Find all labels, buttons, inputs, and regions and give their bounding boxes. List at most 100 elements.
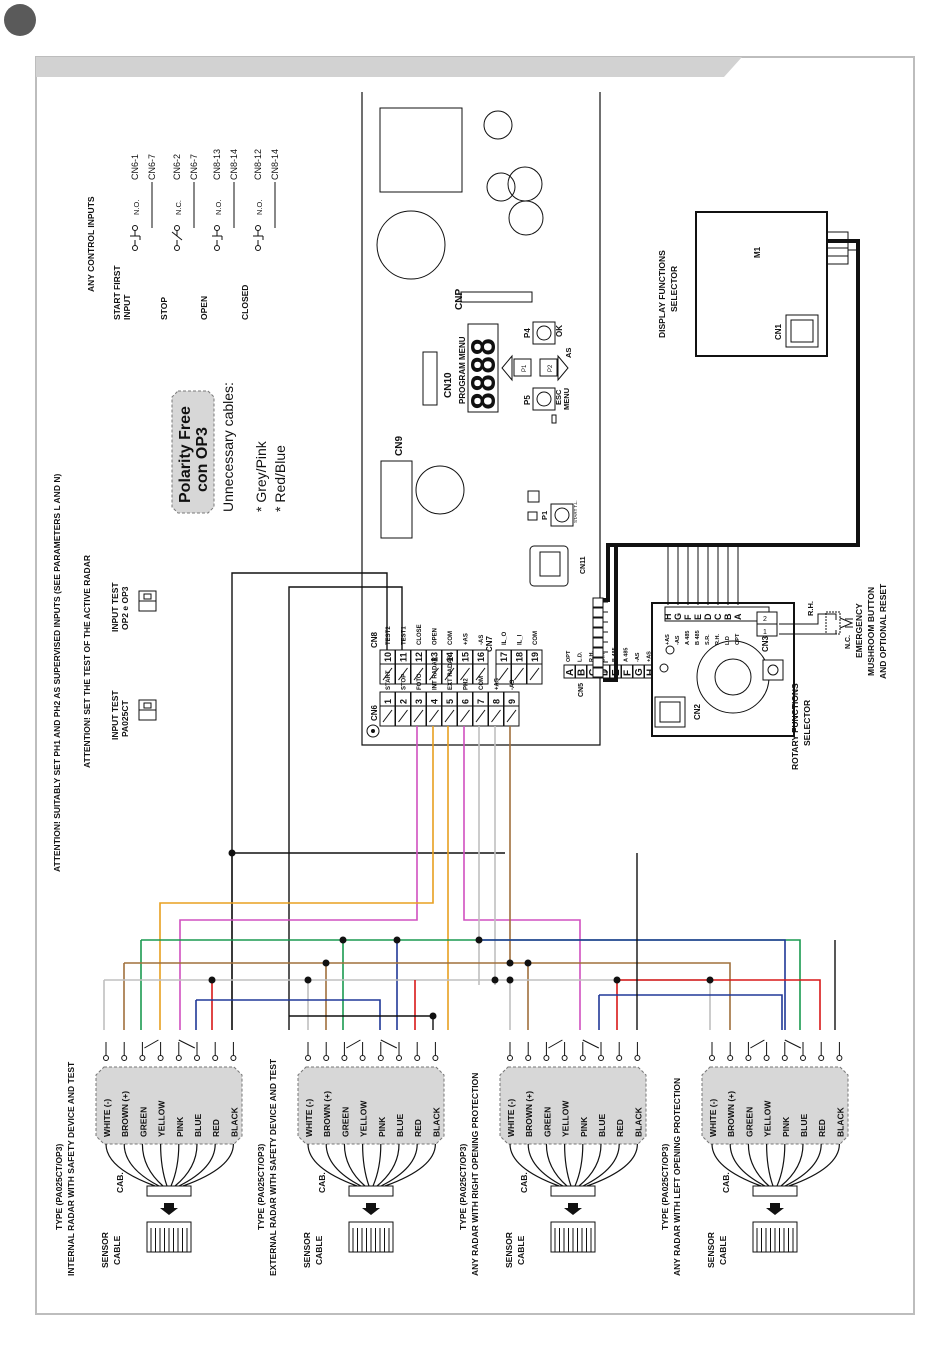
sensor-terminal (323, 1055, 330, 1061)
cn5-label: CN5 (578, 683, 585, 697)
wire-test1 (288, 586, 403, 1030)
down-arrow-icon[interactable] (501, 354, 513, 382)
sensor-wire-name: RED (211, 1119, 221, 1137)
p2-nav-button[interactable] (539, 358, 558, 377)
sensor-fan-wire (182, 1143, 234, 1187)
cn9-label: CN9 (394, 436, 405, 456)
sensor-terminal (377, 1055, 384, 1061)
sensor-terminal (800, 1055, 806, 1061)
p1-nav-label: P1 (522, 364, 528, 372)
sensor-wire-name: BLACK (633, 1106, 643, 1137)
emergency-line-1: EMERGENCY (854, 603, 864, 658)
cn2-connector (654, 696, 686, 728)
down-arrow-icon (362, 1203, 380, 1215)
ok-button[interactable] (532, 321, 556, 345)
terminal-name: COM (448, 631, 454, 645)
rotary-letter: D (703, 613, 713, 620)
unnecessary-cables-note: Unnecessary cables: * Grey/Pink * Red/Bl… (220, 382, 288, 512)
sensor-fan-wire (174, 1143, 198, 1187)
terminal-name: TEST1 (402, 626, 408, 645)
sensor-plug (348, 1185, 394, 1197)
board-jumper (527, 511, 538, 521)
sensor-wire-name: RED (413, 1119, 423, 1137)
sensor-cable-label-1: SENSOR (504, 1232, 514, 1268)
sensor-wire-name: BROWN (+) (726, 1091, 736, 1137)
cnp-label: CNP (454, 289, 465, 310)
sensor-switch (750, 1039, 765, 1049)
sensor-wire-name: PINK (579, 1116, 589, 1137)
sensor-box (297, 1066, 445, 1145)
sensor-fan-wire (160, 1143, 168, 1187)
emergency-line-2: MUSHROOM BUTTON (866, 587, 876, 676)
sensor-terminal (212, 1055, 219, 1061)
terminal-screw (398, 667, 408, 681)
bus-rotary (603, 545, 618, 682)
terminal-number: 12 (414, 652, 424, 662)
sensor-fan-wire (509, 1143, 560, 1187)
terminal-ref-2: CN8-14 (229, 149, 239, 180)
led-indicator (551, 414, 557, 424)
contact-type: N.O. (214, 200, 223, 215)
sensor-wire-name: GREEN (340, 1107, 350, 1137)
sensor-type: TYPE (PA025CT/OP3) (54, 1144, 64, 1230)
esc-label: ESC (554, 389, 563, 405)
sensor-terminal (157, 1055, 164, 1061)
emergency-rh-label: R.H. (806, 601, 815, 616)
esc-button[interactable] (532, 387, 556, 411)
rotary-name: -AS (675, 635, 681, 645)
cn5-name: L.D. (578, 651, 584, 662)
rotary-hole-1 (665, 645, 675, 655)
input-test-1-line1: INPUT TEST (110, 690, 120, 740)
wire-red-4 (617, 979, 821, 1030)
p1-nav-button[interactable] (513, 358, 532, 377)
cn5-letter: A (565, 669, 576, 676)
terminal-screw (529, 667, 540, 681)
contact-type: N.O. (132, 200, 141, 215)
sensor-fan-wire (105, 1143, 156, 1187)
display-bus-lead (828, 249, 858, 257)
m1-label: M1 (753, 246, 762, 258)
cn5-pin (592, 647, 604, 658)
down-arrow-icon (564, 1203, 582, 1215)
terminal-screw (491, 709, 501, 723)
header-bar (36, 57, 742, 77)
cn5-pin (592, 597, 604, 608)
terminal-name: PH2 (464, 678, 470, 690)
terminal-name: IL_I (518, 634, 524, 645)
contact-type: N.C. (174, 200, 183, 215)
start-tl-button[interactable] (550, 503, 574, 527)
terminal-number: 15 (461, 652, 471, 662)
contact-terminal (255, 225, 261, 231)
sensor-wire-name: RED (817, 1119, 827, 1137)
sensor-terminal (709, 1055, 715, 1061)
sensor-desc: EXTERNAL RADAR WITH SAFETY DEVICE AND TE… (268, 1058, 278, 1276)
sensor-terminal (561, 1055, 568, 1061)
sensor-fan-wire (711, 1143, 762, 1187)
up-arrow-icon[interactable] (557, 354, 569, 382)
emergency-line-3: AND OPTIONAL RESET (878, 583, 888, 679)
cn6-label: CN6 (370, 704, 379, 721)
sensor-terminal (103, 1055, 109, 1061)
ok-label: OK (555, 325, 564, 337)
cn5-letter: G (634, 668, 645, 676)
sensor-cable-label-1: SENSOR (706, 1232, 716, 1268)
terminal-number: 1 (383, 699, 393, 704)
wire-junction (304, 976, 312, 984)
sensor-fan-wire (141, 1143, 164, 1187)
sensor-cable-label-1: SENSOR (100, 1232, 110, 1268)
terminal-name: START (386, 670, 392, 690)
sensor-plug (550, 1185, 596, 1197)
sensor-fan-wire (784, 1143, 822, 1187)
sensor-switch (380, 1039, 398, 1049)
terminal-ref-1: CN6-2 (172, 154, 182, 180)
unnecessary-item-2: * Red/Blue (272, 445, 288, 512)
sensor-fan-wire (178, 1143, 216, 1187)
rotary-letter: F (683, 614, 693, 620)
emergency-nc-label: N.C. (845, 635, 852, 649)
sensor-wire-name: RED (615, 1119, 625, 1137)
cn1-connector (785, 314, 819, 348)
terminal-number: 9 (507, 699, 517, 704)
rotary-letter: C (713, 613, 723, 620)
